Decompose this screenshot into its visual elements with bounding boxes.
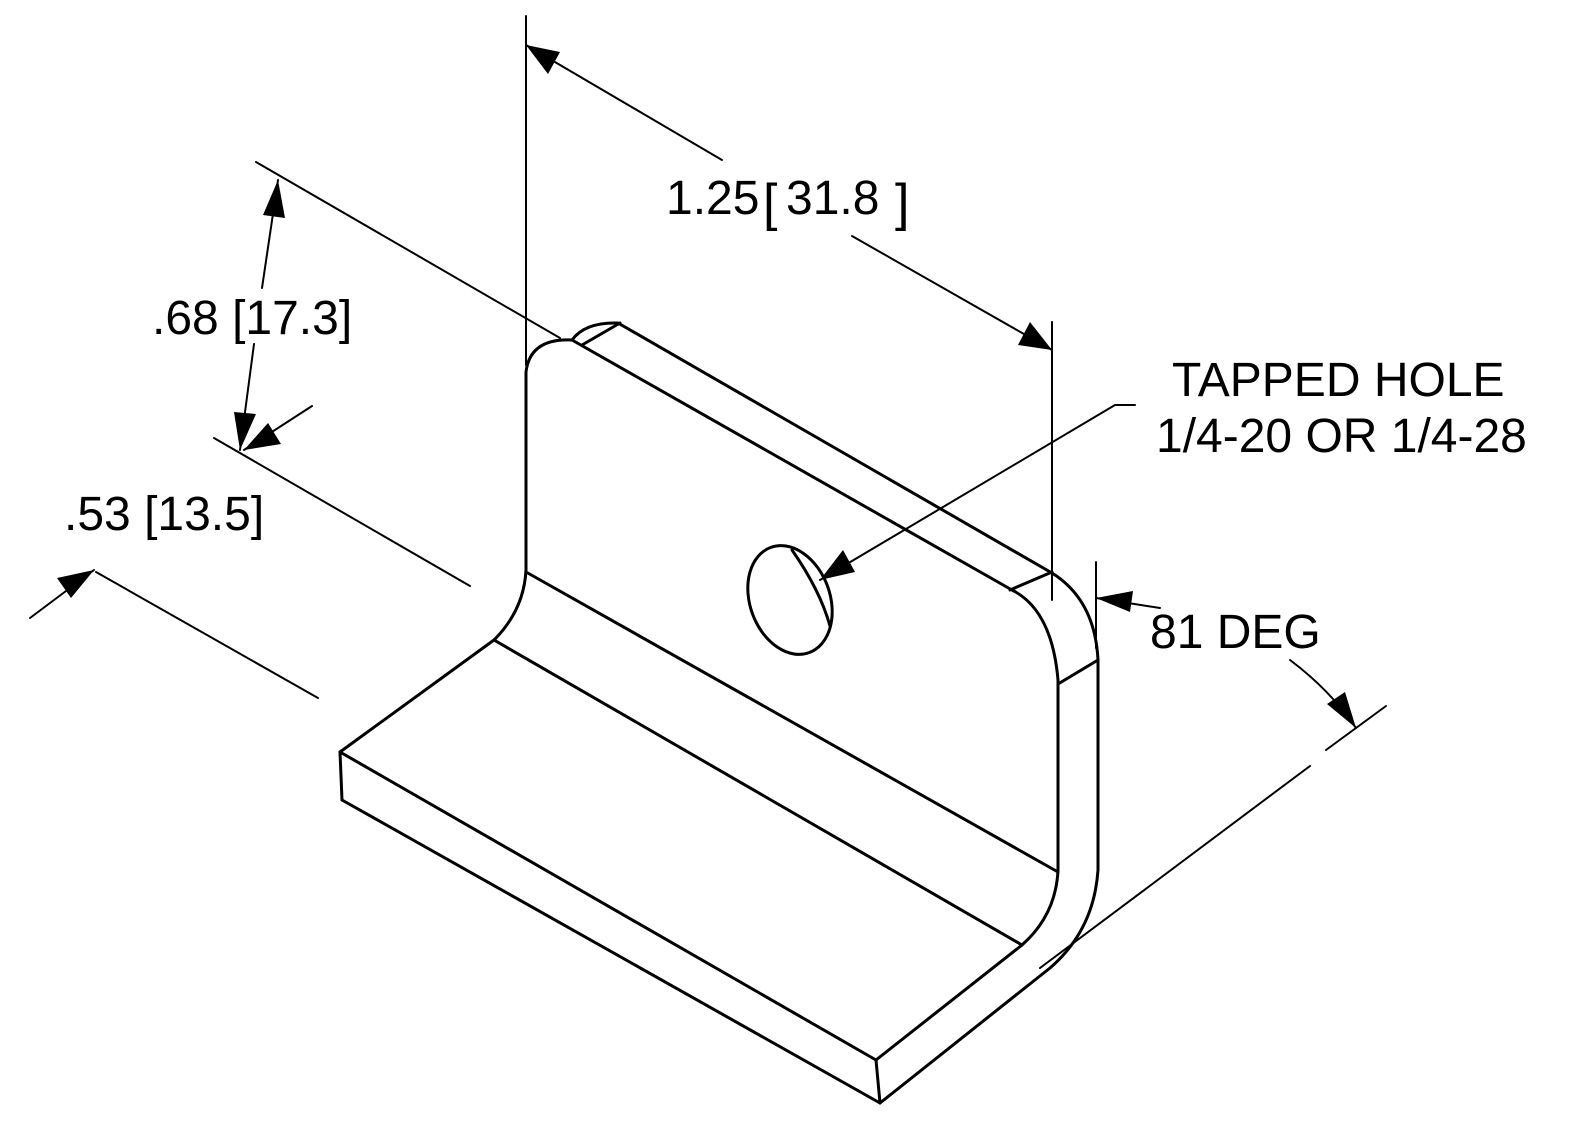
bend-angle-label: 81 DEG (1150, 606, 1321, 659)
base-bottom-front-edge (340, 798, 882, 1105)
arrowhead-width-right (1018, 322, 1052, 350)
inner-bend-curve (338, 568, 528, 754)
arrowhead-width-left (526, 45, 560, 74)
width-bracket-open: [ (763, 174, 778, 232)
dimension-text: 1.25 [ 31.8 ] .68 [17.3] .53 [13.5] 81 D… (64, 172, 1527, 659)
bend-tangent-lower (492, 638, 1024, 947)
base-front-corner (874, 1058, 882, 1105)
arrowhead-base-top (244, 423, 281, 450)
arrowhead-hole (820, 550, 855, 580)
arrowhead-flange-bottom (234, 412, 256, 450)
width-bracket-close: ] (895, 174, 909, 232)
flange-top-corner-left (580, 321, 622, 347)
arrowhead-angle-upper (1096, 591, 1133, 612)
hole-callout-line1: TAPPED HOLE (1172, 354, 1505, 407)
flange-height-extension-top (255, 161, 561, 339)
flange-top-corner-right (1008, 570, 1054, 592)
flange-height-label: .68 [17.3] (152, 292, 352, 345)
tapped-hole-inner-wall (790, 548, 832, 628)
flange-height-extension-bottom (213, 437, 471, 587)
width-dim-line-left (525, 44, 723, 161)
base-top-right-edge (874, 943, 1024, 1062)
width-dim-line-right (851, 235, 1053, 351)
bend-tangent-upper (524, 570, 1060, 874)
flange-face-outline (524, 338, 1060, 872)
base-depth-extension (95, 571, 319, 699)
inner-bend-right (1020, 868, 1060, 947)
arrowhead-angle-lower (1327, 692, 1356, 728)
outer-bend-edge (878, 658, 1100, 1105)
flange-side-edge (1056, 658, 1100, 686)
arrowhead-base-bottom (57, 570, 94, 598)
part-geometry (338, 321, 1100, 1105)
tapped-hole (746, 544, 834, 656)
base-top-front-edge (338, 750, 878, 1062)
flange-top-edge (570, 321, 1100, 662)
width-dimension-value: 1.25 (666, 172, 759, 225)
arrowhead-flange-top (263, 180, 285, 218)
hole-leader-line (819, 404, 1116, 581)
base-depth-label: .53 [13.5] (64, 488, 264, 541)
hole-callout-line2: 1/4-20 OR 1/4-28 (1156, 410, 1527, 463)
angle-extension-base (1039, 765, 1311, 969)
base-left-thickness (338, 750, 344, 802)
width-dimension-metric: 31.8 (786, 172, 879, 225)
dimension-lines (29, 15, 1387, 969)
